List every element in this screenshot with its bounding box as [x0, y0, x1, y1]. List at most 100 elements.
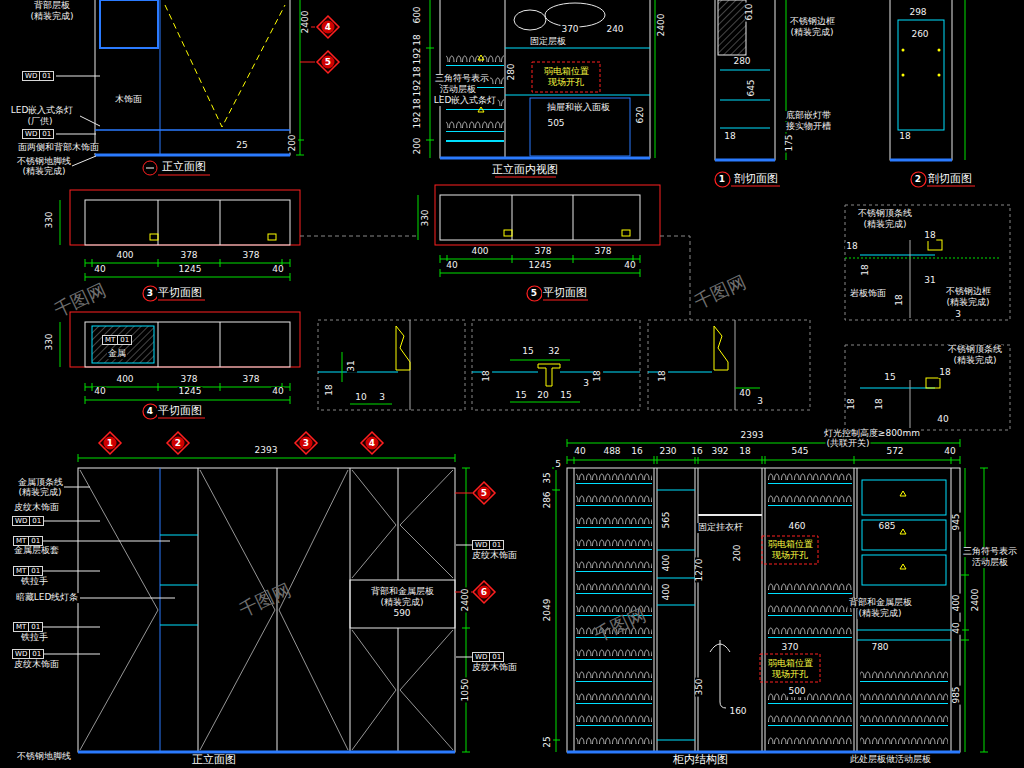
- callout-number: 4: [325, 23, 331, 32]
- diamond-dot: [478, 586, 491, 599]
- callout-number: 5: [481, 489, 487, 498]
- diamond-shape: [167, 432, 189, 454]
- dimension-text: 18: [738, 447, 751, 457]
- callout-number: 2: [175, 439, 181, 448]
- dimension-text: 500: [787, 687, 806, 697]
- dimension-text: 392: [710, 447, 729, 457]
- circle-shape: [143, 404, 158, 419]
- annotation-text: LED嵌入式条灯: [10, 106, 75, 116]
- view-title: 柜内结构图: [672, 754, 729, 766]
- circle-shape: [715, 172, 730, 187]
- dimension-text: 18: [593, 369, 603, 382]
- diamond-dot: [478, 487, 491, 500]
- callout-diamond: 3: [294, 431, 318, 455]
- dimension-text: 3: [756, 397, 764, 407]
- annotation-text: LED嵌入式条灯: [433, 96, 498, 106]
- view-title: 平切面图: [157, 287, 203, 299]
- annotation-text: 此处层板做活动层板: [849, 755, 932, 765]
- dimension-text: 3: [582, 379, 590, 389]
- diamond-shape: [295, 432, 317, 454]
- diamond-shape: [473, 581, 495, 603]
- dimension-text: 400: [115, 251, 134, 261]
- dimension-text: 25: [235, 141, 248, 151]
- annotation-text: (精装完成): [29, 12, 74, 22]
- dimension-text: 35: [543, 471, 553, 484]
- dimension-text: 460: [787, 522, 806, 532]
- annotation-text: 底部嵌灯带: [785, 111, 832, 121]
- dimension-text: 378: [593, 247, 612, 257]
- annotation-text: 活动层板: [971, 558, 1009, 568]
- material-tag: WD01: [22, 71, 54, 82]
- dimension-text: 192: [413, 78, 423, 97]
- dimension-text: 18: [413, 65, 423, 78]
- callout-number: 4: [369, 439, 375, 448]
- dimension-text: 286: [543, 490, 553, 509]
- dimension-text: 610: [745, 2, 755, 21]
- callout-number: 3: [147, 289, 153, 298]
- dimension-text: 18: [413, 97, 423, 110]
- dimension-text: 280: [507, 62, 517, 81]
- dimension-text: 378: [533, 247, 552, 257]
- annotation-text: 弱电箱位置: [767, 540, 814, 550]
- dimension-text: 280: [732, 57, 751, 67]
- annotation-text: (共联开关): [825, 439, 870, 449]
- dimension-text: 370: [780, 643, 799, 653]
- dimension-text: 2393: [740, 431, 765, 441]
- dimension-text: 260: [910, 30, 929, 40]
- dimension-text: 16: [630, 447, 643, 457]
- tag-text: WD: [13, 650, 29, 659]
- dimension-text: 18: [845, 242, 858, 252]
- annotation-text: 现场开孔: [547, 78, 585, 88]
- dimension-text: 370: [560, 25, 579, 35]
- material-tag: WD01: [22, 129, 54, 140]
- dimension-text: 5: [554, 460, 562, 470]
- annotation-text: 不锈钢边框: [789, 17, 836, 27]
- dimension-text: 1270: [695, 558, 705, 583]
- material-tag: WD01: [12, 516, 44, 527]
- dimension-text: 330: [421, 208, 431, 227]
- annotation-text: (精装完成): [17, 488, 62, 498]
- dimension-text: 685: [877, 522, 896, 532]
- callout-number: 1: [107, 439, 113, 448]
- tag-text: WD: [23, 72, 39, 81]
- dimension-text: 18: [861, 263, 871, 276]
- callout-diamond: 2: [166, 431, 190, 455]
- dimension-text: 780: [870, 643, 889, 653]
- annotation-text: 金属层板套: [13, 546, 60, 556]
- annotation-text: 金属: [107, 349, 127, 359]
- dimension-text: 400: [952, 593, 962, 612]
- tag-text: 01: [39, 130, 53, 139]
- tag-text: 01: [28, 537, 42, 546]
- dimension-text: 505: [546, 119, 565, 129]
- annotation-text: 弱电箱位置: [543, 67, 590, 77]
- tag-text: 01: [29, 650, 43, 659]
- section-circle: 3: [142, 285, 159, 302]
- dimension-text: 2400: [657, 13, 667, 38]
- dimension-text: 2400: [971, 588, 981, 613]
- dimension-text: 400: [115, 375, 134, 385]
- annotation-text: 背部层板: [33, 1, 71, 11]
- dimension-text: 350: [695, 677, 705, 696]
- annotation-text: 皮纹木饰面: [13, 503, 60, 513]
- dimension-text: 1245: [178, 265, 203, 275]
- dimension-text: 600: [413, 5, 423, 24]
- dimension-text: 40: [738, 389, 751, 399]
- callout-diamond: 5: [472, 481, 496, 505]
- annotation-text: (精装完成): [857, 609, 902, 619]
- callout-diamond: 6: [472, 580, 496, 604]
- dimension-text: 330: [45, 210, 55, 229]
- material-tag: WD01: [12, 649, 44, 660]
- dimension-text: 175: [785, 133, 795, 152]
- callout-number: 5: [531, 289, 537, 298]
- annotation-text: 暗藏LED线灯条: [15, 593, 80, 603]
- annotation-text: (精装完成): [862, 220, 907, 230]
- material-tag: MT01: [13, 622, 43, 633]
- annotation-text: 面两侧和背部木饰面: [17, 143, 100, 153]
- annotation-text: 接实物开槽: [785, 122, 832, 132]
- dimension-text: 378: [179, 251, 198, 261]
- annotation-text: (精装完成): [21, 167, 66, 177]
- dimension-text: 230: [658, 447, 677, 457]
- dimension-text: 25: [543, 735, 553, 748]
- view-title: 正立面图: [161, 161, 207, 173]
- circle-shape: [911, 172, 926, 187]
